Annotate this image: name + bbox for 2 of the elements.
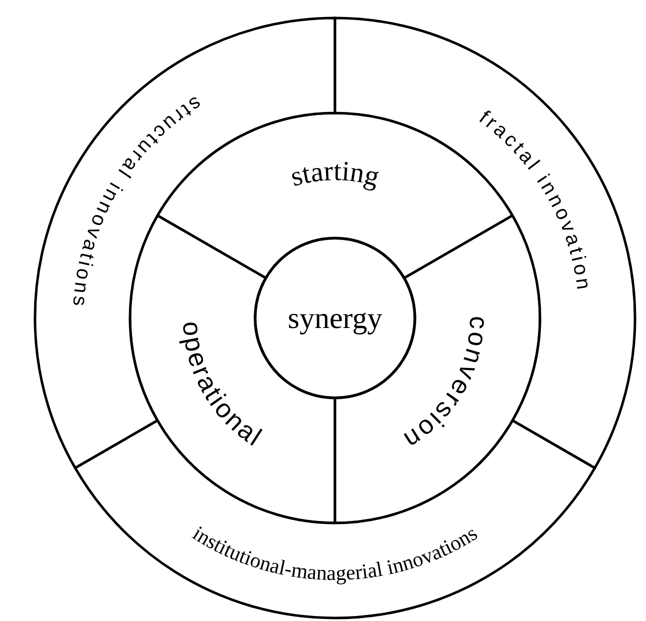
center-label: synergy [288,302,382,335]
segment-label: starting [287,156,382,193]
